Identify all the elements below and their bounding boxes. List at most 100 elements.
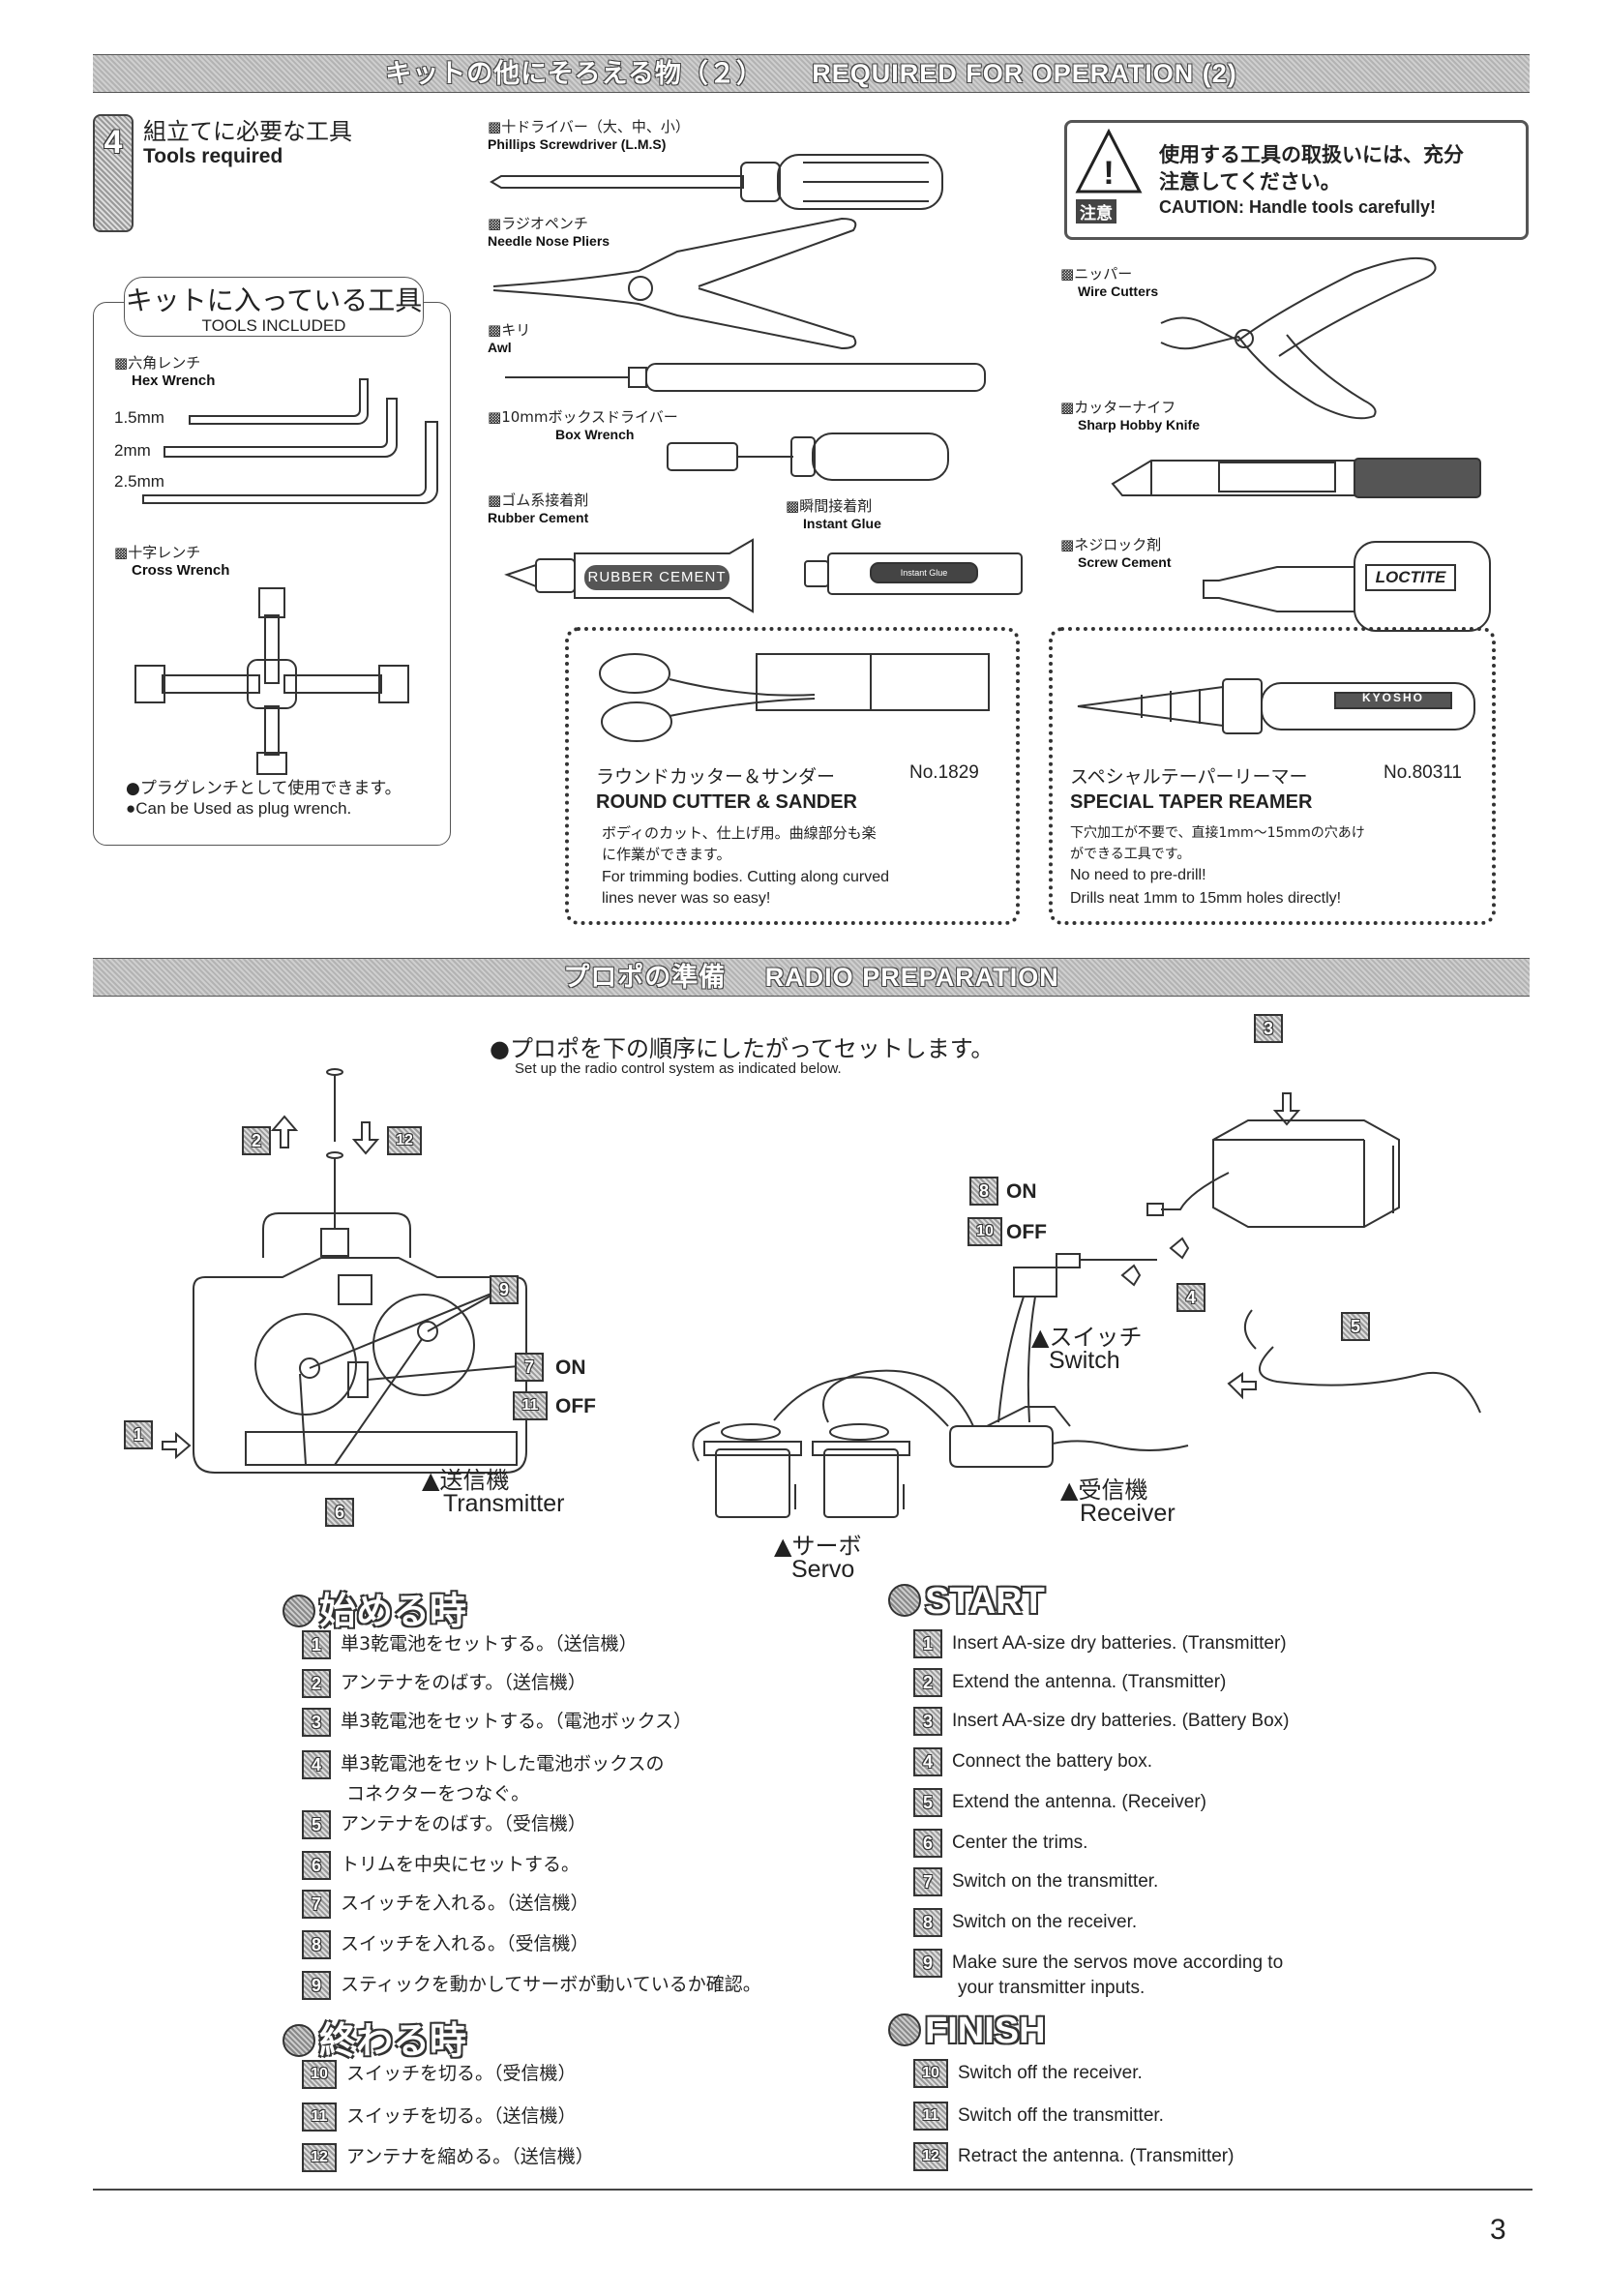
option1-desc-jp-1: ボディのカット、仕上げ用。曲線部分も楽 [602, 824, 877, 842]
caution-jp-1: 使用する工具の取扱いには、充分 [1159, 143, 1464, 166]
radio-intro-jp: ●プロポを下の順序にしたがってセットします。 [490, 1035, 995, 1062]
radio-bar-jp: プロポの準備 [563, 963, 727, 993]
box-wrench-jp: ▩10mmボックスドライバー [488, 408, 678, 426]
option2-desc-jp-2: ができる工具です。 [1070, 847, 1191, 862]
rubber-cement-jp: ▩ゴム系接着剤 [488, 492, 589, 509]
finish-heading-jp: 終わる時 [283, 2011, 466, 2064]
screwdriver-en: Phillips Screwdriver (L.M.S) [488, 136, 667, 152]
instant-glue-label: ▩瞬間接着剤 Instant Glue [786, 495, 881, 531]
section-bar-required: キットの他にそろえる物（２） REQUIRED FOR OPERATION (2… [93, 54, 1530, 93]
option2-name-en: SPECIAL TAPER REAMER [1070, 791, 1313, 813]
nipper-en: Wire Cutters [1078, 283, 1159, 299]
step-badge: 4 [93, 114, 134, 232]
callout-6: 6 [325, 1498, 354, 1527]
hex-wrench-jp: ▩六角レンチ [114, 354, 201, 372]
screwdriver-label: ▩十ドライバー（大、中、小） Phillips Screwdriver (L.M… [488, 116, 690, 152]
instant-glue-jp: ▩瞬間接着剤 [786, 497, 873, 515]
awl-label: ▩キリ Awl [488, 319, 530, 355]
cross-wrench-jp: ▩十字レンチ [114, 544, 201, 561]
rubber-cement-en: Rubber Cement [488, 510, 589, 525]
callout-12: 12 [387, 1126, 422, 1155]
tx-off-label: OFF [555, 1395, 596, 1417]
awl-jp: ▩キリ [488, 321, 531, 339]
caution-box [1064, 120, 1529, 240]
option-round-cutter [565, 627, 1020, 925]
option1-desc-en-1: For trimming bodies. Cutting along curve… [602, 869, 890, 885]
option2-name-jp: スペシャルテーパーリーマー [1070, 766, 1308, 788]
option1-name-jp: ラウンドカッター＆サンダー [596, 766, 836, 788]
pliers-en: Needle Nose Pliers [488, 233, 610, 249]
finish-heading-en: FINISH [888, 2011, 1046, 2052]
knife-jp: ▩カッターナイフ [1060, 399, 1176, 416]
radio-intro-en: Set up the radio control system as indic… [515, 1060, 842, 1077]
receiver-en: Receiver [1080, 1500, 1175, 1527]
callout-8: 8 [969, 1177, 998, 1206]
callout-10: 10 [967, 1217, 1002, 1246]
callout-7: 7 [515, 1353, 544, 1382]
transmitter-en: Transmitter [443, 1490, 565, 1517]
instant-tube-label: Instant Glue [900, 568, 948, 578]
option1-desc-en-2: lines never was so easy! [602, 890, 771, 907]
tools-included-title-jp: キットに入っている工具 [125, 284, 423, 316]
callout-9: 9 [490, 1275, 519, 1304]
tools-required-jp: 組立てに必要な工具 [143, 118, 352, 145]
rx-on-label: ON [1006, 1180, 1037, 1203]
reamer-brand: KYOSHO [1361, 691, 1424, 704]
section-bar-radio: プロポの準備 RADIO PREPARATION [93, 958, 1530, 997]
rubber-cement-label: ▩ゴム系接着剤 Rubber Cement [488, 490, 588, 525]
callout-2: 2 [242, 1126, 271, 1155]
step-badge-number: 4 [104, 124, 123, 161]
callout-1: 1 [124, 1420, 153, 1449]
knife-en: Sharp Hobby Knife [1078, 417, 1201, 432]
plug-note-jp: ●プラグレンチとして使用できます。 [126, 779, 402, 798]
switch-en: Switch [1049, 1347, 1120, 1374]
box-wrench-label: ▩10mmボックスドライバー Box Wrench [488, 406, 678, 442]
hex-size-2: 2mm [114, 441, 151, 460]
nipper-jp: ▩ニッパー [1060, 265, 1133, 283]
hex-wrench-label: ▩六角レンチ Hex Wrench [114, 352, 215, 389]
tools-included-title: キットに入っている工具 TOOLS INCLUDED [124, 277, 424, 337]
screw-cement-label: ▩ネジロック剤 Screw Cement [1060, 534, 1171, 570]
hex-wrench-en: Hex Wrench [132, 373, 216, 389]
nipper-label: ▩ニッパー Wire Cutters [1060, 263, 1158, 299]
caution-jp-2: 注意してください。 [1159, 170, 1341, 194]
servo-en: Servo [791, 1556, 855, 1583]
option2-desc-en-1: No need to pre-drill! [1070, 867, 1206, 883]
awl-en: Awl [488, 340, 512, 355]
callout-3: 3 [1254, 1014, 1283, 1043]
screwdriver-jp: ▩十ドライバー（大、中、小） [488, 118, 690, 135]
option1-no: No.1829 [909, 762, 979, 783]
hex-size-1: 1.5mm [114, 408, 164, 427]
switch-jp: ▲スイッチ [1031, 1324, 1143, 1351]
svg-text:!: ! [1103, 155, 1114, 192]
pliers-label: ▩ラジオペンチ Needle Nose Pliers [488, 213, 610, 249]
instant-glue-en: Instant Glue [803, 516, 881, 531]
callout-4: 4 [1176, 1283, 1205, 1312]
caution-tag: 注意 [1076, 199, 1116, 224]
rubber-tube-label: RUBBER CEMENT [584, 565, 729, 590]
screw-cement-en: Screw Cement [1078, 554, 1172, 570]
